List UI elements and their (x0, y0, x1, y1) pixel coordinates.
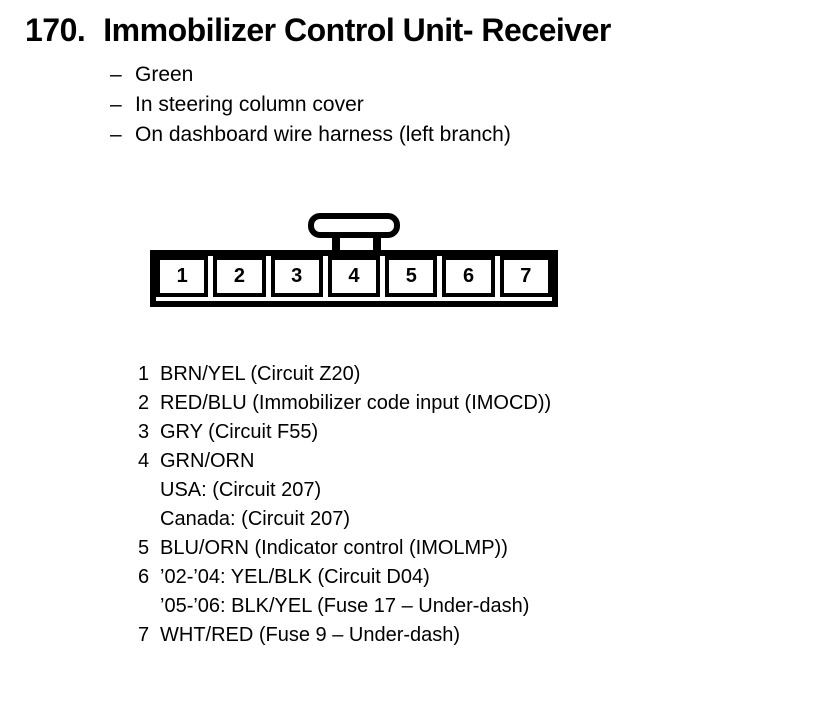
title-text: Immobilizer Control Unit- Receiver (103, 12, 611, 48)
pin-number: 1 (137, 363, 150, 385)
page-title: 170. Immobilizer Control Unit- Receiver (25, 12, 611, 49)
connector-pin-2: 2 (213, 256, 266, 297)
lock-tab-stem-right (373, 234, 381, 252)
pinout-row: 7 WHT/RED (Fuse 9 – Under-dash) (136, 621, 551, 650)
connector-pin-7: 7 (499, 256, 552, 297)
pin-description: GRN/ORN (160, 450, 255, 472)
connector-pin-4: 4 (327, 256, 381, 297)
note-text: In steering column cover (135, 93, 364, 116)
location-notes: – Green – In steering column cover – On … (110, 60, 511, 150)
pinout-row: 5 BLU/ORN (Indicator control (IMOLMP)) (136, 534, 551, 563)
pin-number: 3 (137, 421, 150, 443)
note-line: – In steering column cover (110, 90, 511, 120)
pin-description: WHT/RED (Fuse 9 – Under-dash) (160, 624, 461, 646)
pinout-row: 6 ’02-’04: YEL/BLK (Circuit D04) (136, 563, 551, 592)
pinout-list: 1 BRN/YEL (Circuit Z20) 2 RED/BLU (Immob… (136, 360, 551, 650)
pin-description: BRN/YEL (Circuit Z20) (160, 363, 361, 385)
pin-description: USA: (Circuit 207) (160, 479, 322, 501)
pin-number (136, 592, 151, 621)
connector-pin-5: 5 (385, 256, 438, 297)
pinout-row-continuation: USA: (Circuit 207) (136, 476, 551, 505)
connector-lock-tab (308, 213, 400, 238)
pin-number (136, 476, 151, 505)
connector-pin-1: 1 (156, 256, 209, 297)
pinout-row-continuation: Canada: (Circuit 207) (136, 505, 551, 534)
pin-number: 4 (137, 450, 150, 472)
pin-description: Canada: (Circuit 207) (160, 508, 351, 530)
note-line: – Green (110, 60, 511, 90)
lock-tab-stem-left (332, 234, 340, 252)
pinout-row: 2 RED/BLU (Immobilizer code input (IMOCD… (136, 389, 551, 418)
connector-diagram: 1 2 3 4 5 6 7 (150, 250, 558, 307)
note-text: Green (135, 63, 194, 86)
dash-bullet: – (110, 93, 122, 116)
pin-description: ’05-’06: BLK/YEL (Fuse 17 – Under-dash) (160, 595, 530, 617)
pinout-row-continuation: ’05-’06: BLK/YEL (Fuse 17 – Under-dash) (136, 592, 551, 621)
dash-bullet: – (110, 63, 122, 86)
pin-number: 7 (137, 624, 150, 646)
note-text: On dashboard wire harness (left branch) (135, 123, 511, 146)
pin-number (136, 505, 151, 534)
connector-pin-6: 6 (442, 256, 495, 297)
pin-number: 5 (137, 537, 150, 559)
pin-number: 6 (137, 566, 150, 588)
pin-description: GRY (Circuit F55) (160, 421, 319, 443)
pin-number: 2 (137, 392, 150, 414)
note-line: – On dashboard wire harness (left branch… (110, 120, 511, 150)
pin-description: RED/BLU (Immobilizer code input (IMOCD)) (160, 392, 552, 414)
pinout-row: 3 GRY (Circuit F55) (136, 418, 551, 447)
dash-bullet: – (110, 123, 122, 146)
pin-description: ’02-’04: YEL/BLK (Circuit D04) (160, 566, 430, 588)
pinout-row: 1 BRN/YEL (Circuit Z20) (136, 360, 551, 389)
item-number: 170. (25, 12, 86, 48)
connector-pin-3: 3 (270, 256, 323, 297)
pin-description: BLU/ORN (Indicator control (IMOLMP)) (160, 537, 508, 559)
pinout-row: 4 GRN/ORN (136, 447, 551, 476)
